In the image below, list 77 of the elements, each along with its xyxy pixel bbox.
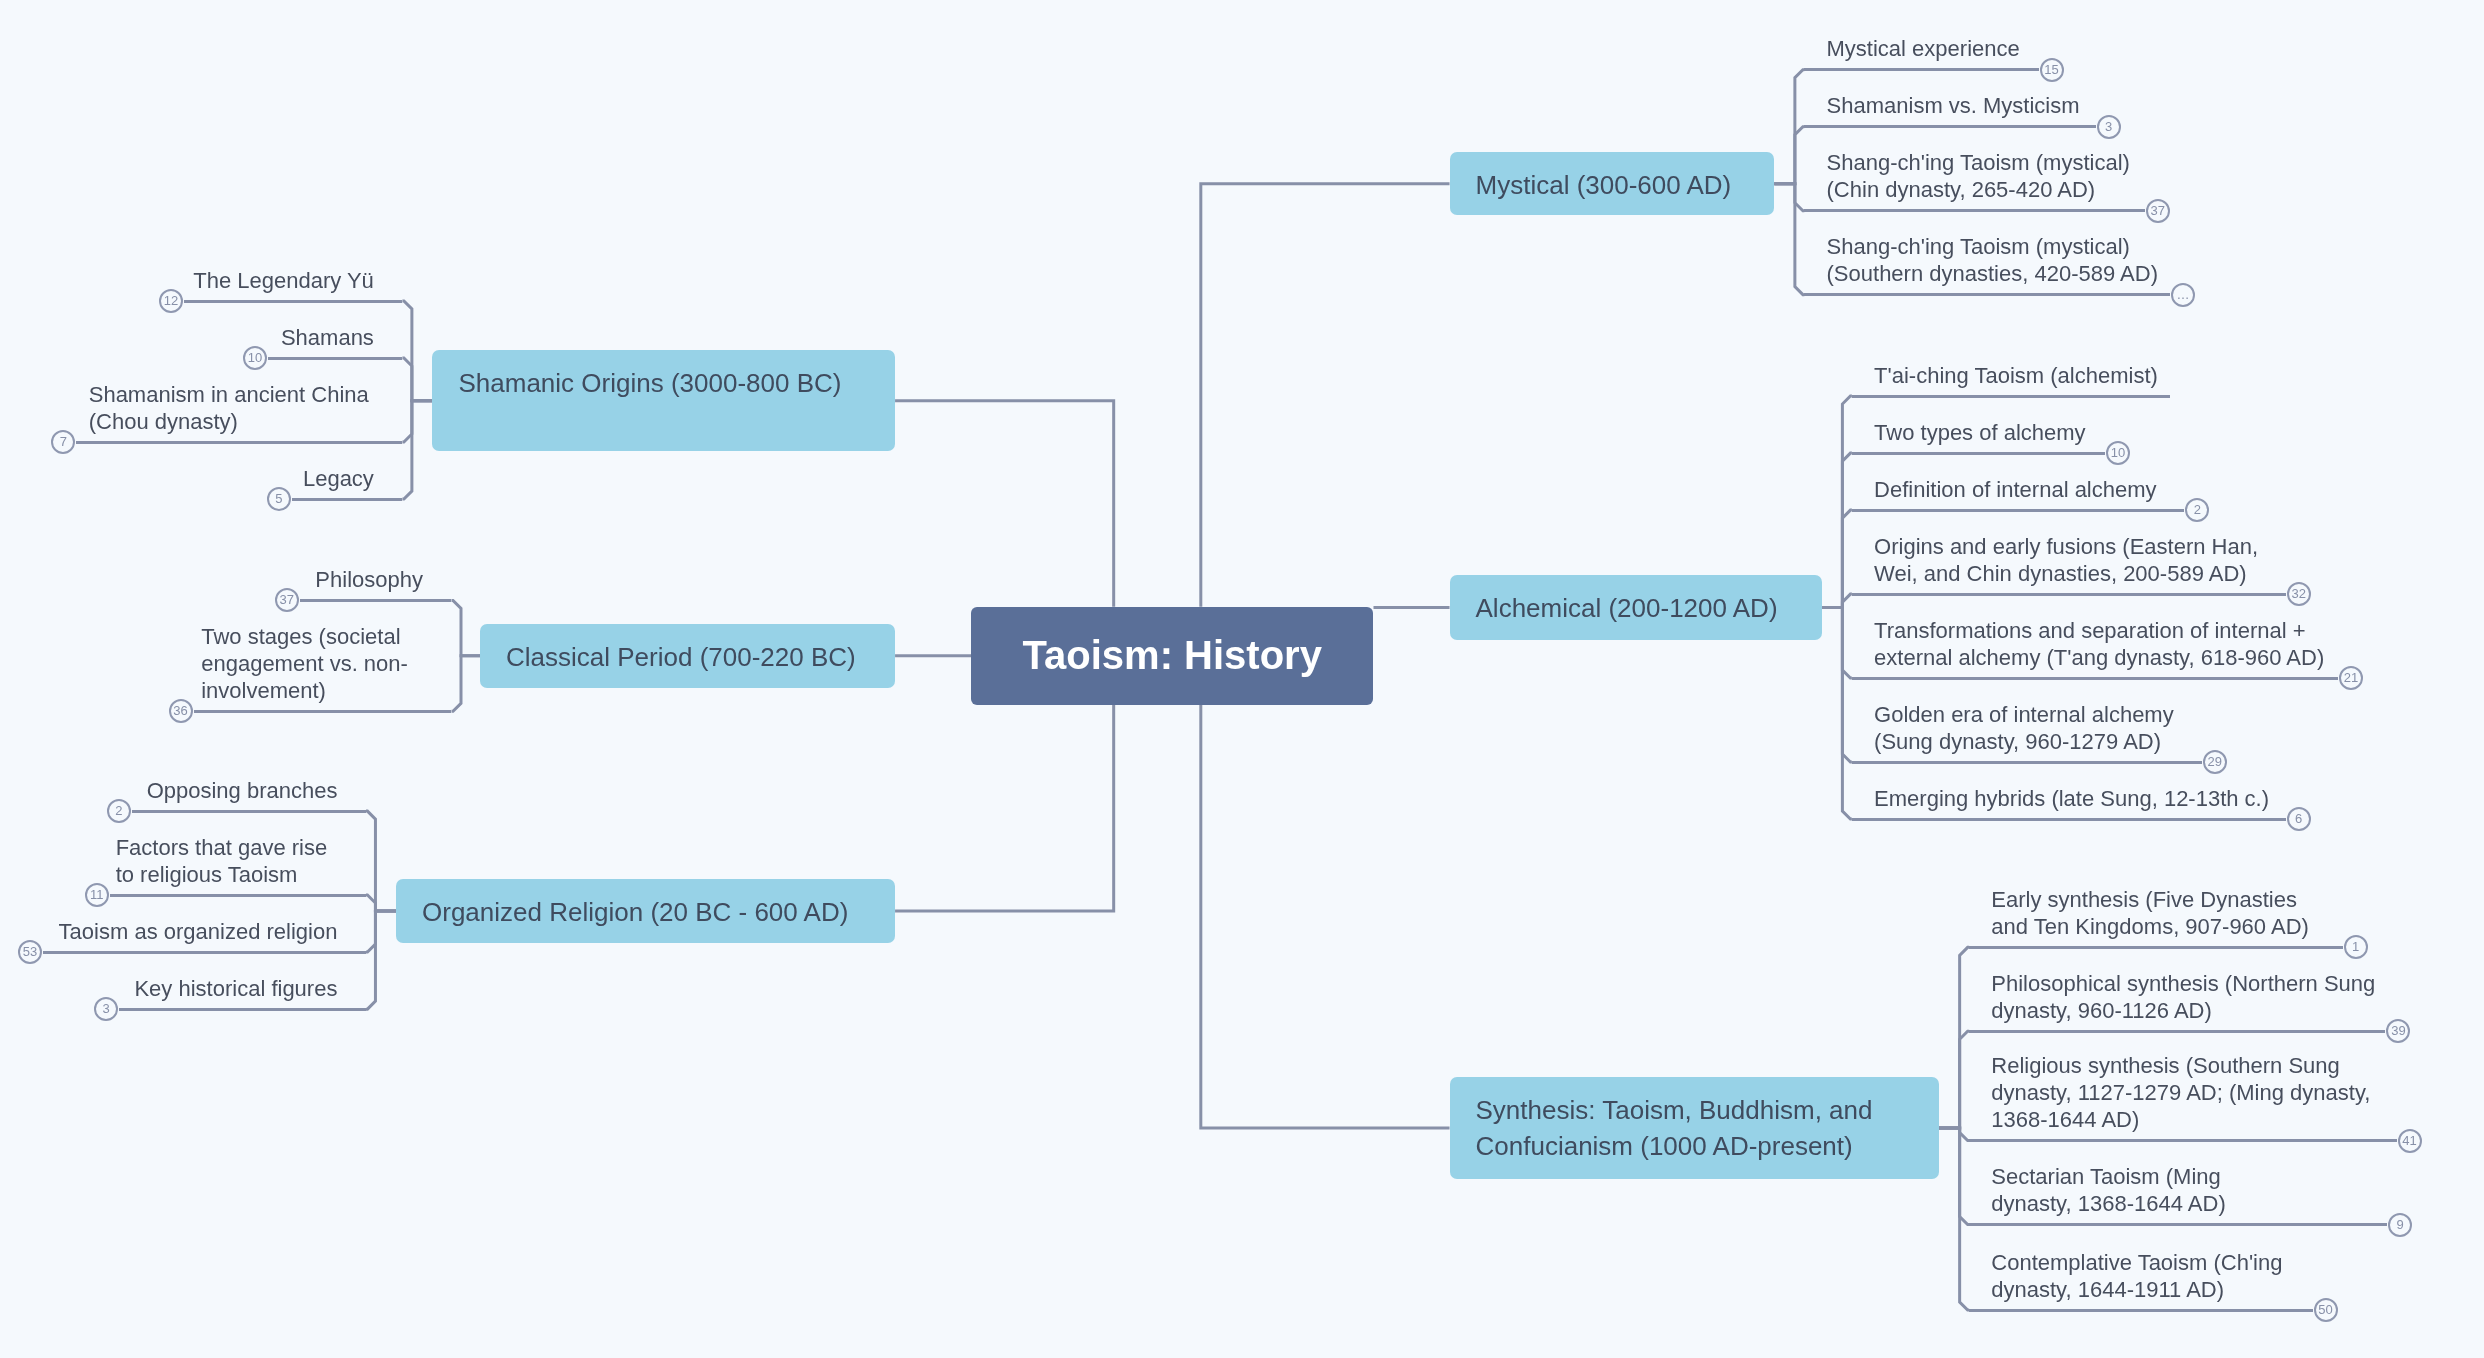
topic-label: Shamanic Origins (3000-800 BC): [458, 367, 843, 401]
subtopic-label: Religious synthesis (Southern Sung dynasty, 1127-1279 AD; (Ming dynasty, 1368-1644 AD): [1990, 1052, 2372, 1135]
topic-label: Synthesis: Taoism, Buddhism, and Confucianism (1000 AD-present): [1475, 1094, 1874, 1164]
subtopic-label: Transformations and separation of internal + external alchemy (T'ang dynasty, 618-960 AD): [1873, 616, 2326, 672]
count-badge: 2: [106, 799, 131, 824]
topic-label: Organized Religion (20 BC - 600 AD): [422, 896, 850, 930]
central-topic-label: Taoism: History: [1022, 633, 1322, 679]
topic-box: [1449, 152, 1775, 216]
subtopic-label: The Legendary Yü: [193, 266, 375, 295]
count-badge: 11: [84, 883, 109, 908]
count-badge: 10: [243, 346, 268, 370]
count-badge: …: [2171, 282, 2195, 307]
connector-line: [895, 399, 1116, 607]
topic-box: [1449, 1077, 1939, 1179]
connector-line: [450, 654, 480, 713]
subtopic-label: Definition of internal alchemy: [1873, 475, 2157, 504]
topic-label: Mystical (300-600 AD): [1475, 169, 1733, 203]
subtopic-label: Shang-ch'ing Taoism (mystical) (Chin dynasty, 265-420 AD): [1825, 149, 2131, 205]
subtopic-label: Two stages (societal engagement vs. non-involvement): [201, 622, 409, 705]
connector-line: [1774, 182, 1805, 297]
subtopic-label: Golden era of internal alchemy (Sung dynasty, 960-1279 AD): [1873, 700, 2175, 756]
subtopic-label: Legacy: [302, 464, 375, 493]
connector-line: [1939, 1126, 1970, 1312]
topic-box: [396, 879, 896, 943]
count-badge: 39: [2386, 1019, 2411, 1044]
connector-line: [1373, 606, 1450, 610]
subtopic-label: Contemplative Taoism (Ch'ing dynasty, 1644-1911 AD): [1990, 1248, 2284, 1304]
count-badge: 9: [2388, 1212, 2413, 1237]
count-badge: 41: [2397, 1128, 2422, 1153]
count-badge: 5: [266, 487, 291, 511]
subtopic-label: Early synthesis (Five Dynasties and Ten Kingdoms, 907-960 AD): [1990, 885, 2310, 941]
connector-line: [895, 654, 972, 658]
subtopic-label: Factors that gave rise to religious Taoism: [115, 833, 329, 889]
connector-line: [895, 704, 1116, 913]
count-badge: 37: [274, 588, 299, 613]
subtopic-label: Shamans: [280, 323, 375, 352]
connector-line: [365, 909, 397, 1011]
count-badge: 53: [18, 940, 43, 965]
count-badge: 50: [2313, 1298, 2338, 1323]
topic-label: Alchemical (200-1200 AD): [1475, 592, 1779, 626]
count-badge: 3: [94, 997, 119, 1022]
subtopic-label: Two types of alchemy: [1873, 418, 2086, 447]
count-badge: 3: [2096, 114, 2121, 139]
count-badge: 1: [2343, 935, 2368, 960]
subtopic-label: Philosophy: [315, 565, 424, 594]
count-badge: 12: [159, 289, 184, 313]
subtopic-label: Shamanism in ancient China (Chou dynasty): [88, 380, 370, 436]
count-badge: 10: [2106, 441, 2131, 466]
subtopic-label: Shamanism vs. Mysticism: [1825, 92, 2080, 121]
count-badge: 21: [2338, 666, 2363, 690]
central-topic-box: [971, 606, 1374, 705]
subtopic-label: Key historical figures: [134, 974, 339, 1003]
count-badge: 36: [168, 699, 193, 724]
count-badge: 2: [2185, 498, 2210, 523]
connector-line: [1199, 704, 1450, 1130]
connector-line: [1199, 182, 1450, 607]
subtopic-label: Origins and early fusions (Eastern Han, Wei, and Chin dynasties, 200-589 AD): [1873, 532, 2260, 588]
subtopic-label: Mystical experience: [1825, 35, 2020, 64]
topic-box: [432, 350, 896, 452]
count-badge: 15: [2039, 57, 2064, 82]
count-badge: 32: [2286, 582, 2311, 607]
subtopic-label: Emerging hybrids (late Sung, 12-13th c.): [1873, 784, 2270, 813]
subtopic-label: Shang-ch'ing Taoism (mystical) (Southern dynasties, 420-589 AD): [1825, 233, 2159, 289]
subtopic-label: Opposing branches: [146, 776, 339, 805]
topic-box: [1449, 575, 1822, 640]
connector-line: [401, 399, 433, 501]
subtopic-label: Taoism as organized religion: [58, 917, 339, 946]
subtopic-label: Philosophical synthesis (Northern Sung dynasty, 960-1126 AD): [1990, 969, 2377, 1025]
count-badge: 7: [51, 430, 76, 454]
count-badge: 37: [2145, 198, 2170, 223]
topic-box: [480, 624, 896, 688]
subtopic-label: Sectarian Taoism (Ming dynasty, 1368-1644 AD): [1990, 1163, 2227, 1219]
subtopic-label: T'ai-ching Taoism (alchemist): [1873, 361, 2158, 390]
topic-label: Classical Period (700-220 BC): [506, 641, 857, 675]
count-badge: 29: [2202, 750, 2227, 774]
connector-line: [1821, 606, 1853, 821]
count-badge: 6: [2286, 807, 2311, 831]
